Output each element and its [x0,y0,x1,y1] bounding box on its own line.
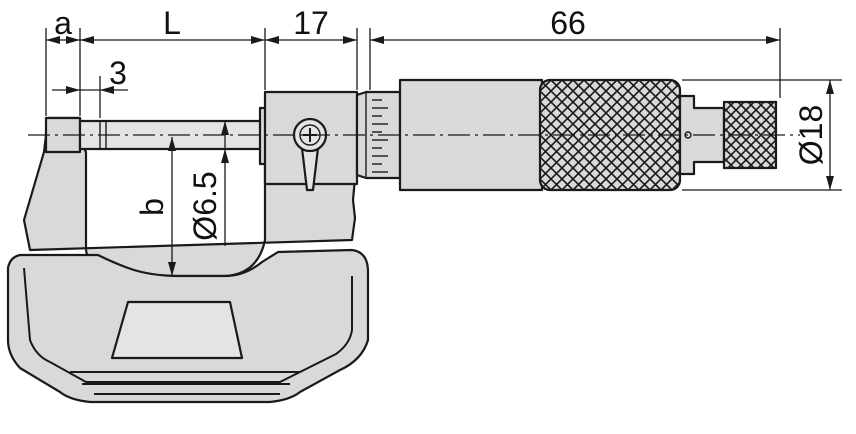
dim-label-L: L [163,5,181,41]
dim-label-thimble-diameter: Ø18 [793,105,829,165]
dimension-lines [46,39,831,276]
dim-label-b: b [134,198,170,216]
dimension-arrows [46,36,834,276]
spindle [78,106,272,166]
dim-label-3: 3 [109,55,127,91]
dim-label-66: 66 [550,5,586,41]
lock-lever [263,90,359,192]
dim-label-a: a [54,5,72,41]
dim-label-spindle-diameter: Ø6.5 [187,171,223,240]
frame-nameplate [110,300,244,360]
dim-label-17: 17 [293,5,329,41]
